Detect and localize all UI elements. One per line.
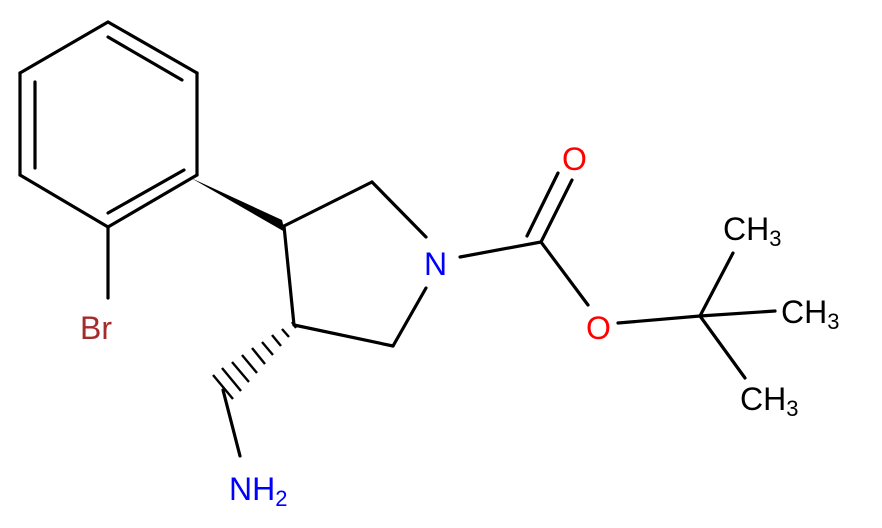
bond-inner (106, 35, 184, 82)
methyl-label-mid: CH3 (781, 294, 839, 334)
bond-n-carbonyl (458, 240, 543, 259)
bond-c-o-double (525, 171, 560, 238)
bond (391, 286, 428, 348)
hash-bond (212, 321, 297, 400)
benzene-ring (18, 20, 199, 229)
methyl-label-top: CH3 (723, 211, 781, 251)
bond (18, 20, 110, 75)
amine-label: NH2 (229, 471, 287, 511)
bond-ch2-n (221, 388, 242, 458)
bond-tbu-me2 (698, 309, 777, 318)
bond-inner (106, 168, 186, 215)
bond (18, 173, 110, 229)
bond-c-o-double (539, 178, 574, 244)
methyl-label-bottom: CH3 (740, 381, 798, 421)
ester-oxygen-label: O (586, 310, 611, 346)
bond (292, 323, 395, 348)
bond-o-tbu (616, 314, 702, 325)
bond (106, 173, 199, 229)
bond-c-o-ester (539, 240, 590, 307)
wedge-bond (191, 178, 285, 232)
bond (106, 20, 199, 75)
pyrrolidine-ring (282, 180, 428, 348)
bond (282, 224, 296, 327)
nitrogen-label: N (424, 246, 447, 282)
bond (282, 180, 374, 228)
bond (370, 180, 428, 239)
bond-tbu-me1 (698, 251, 735, 318)
bond-tbu-me3 (698, 314, 747, 380)
carbonyl-oxygen-label: O (562, 141, 587, 177)
bromine-label: Br (80, 310, 112, 346)
